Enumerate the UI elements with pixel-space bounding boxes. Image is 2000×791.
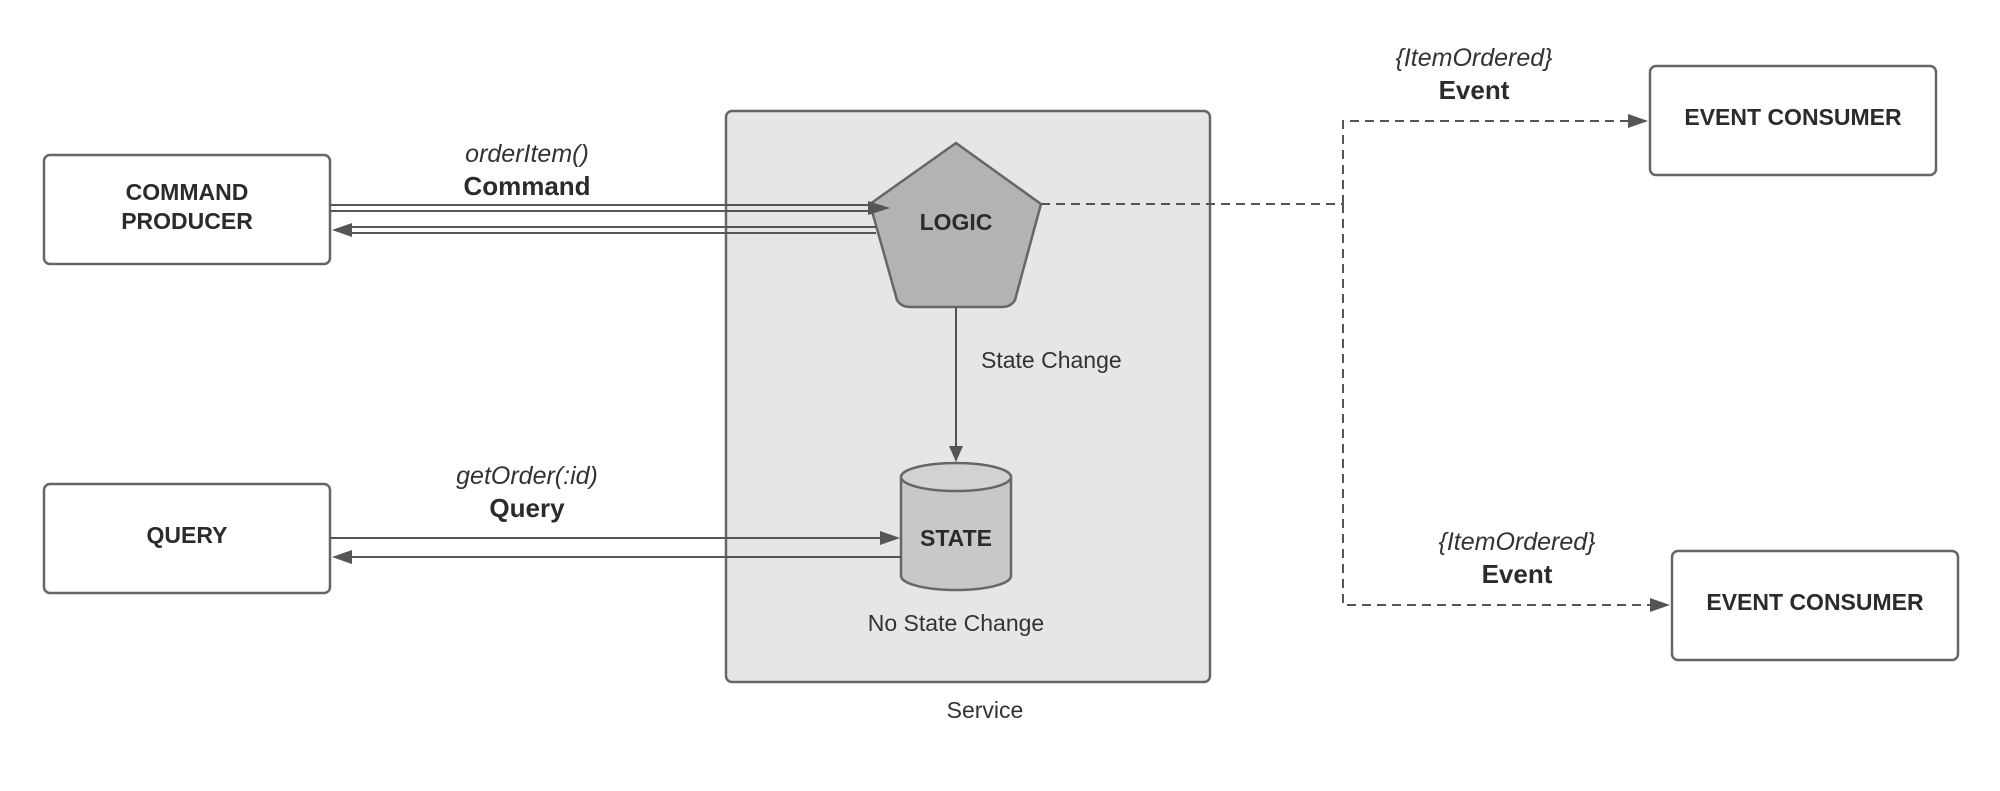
event-consumer-top-label: EVENT CONSUMER bbox=[1684, 104, 1902, 130]
command-response-arrow bbox=[332, 223, 876, 237]
event-consumer-bottom-label: EVENT CONSUMER bbox=[1706, 589, 1924, 615]
event-bottom-kind-label: Event bbox=[1482, 559, 1553, 589]
service-label: Service bbox=[947, 697, 1024, 723]
command-producer-label-line1: COMMAND bbox=[126, 179, 249, 205]
query-response-arrow bbox=[332, 550, 901, 564]
command-producer-box bbox=[42, 153, 332, 266]
event-consumer-bottom-box bbox=[1670, 549, 1960, 662]
service-container bbox=[724, 109, 1212, 684]
command-producer-label-line2: PRODUCER bbox=[121, 208, 253, 234]
command-request-arrow bbox=[330, 201, 890, 215]
event-top-call-label: {ItemOrdered} bbox=[1395, 44, 1552, 72]
query-kind-label: Query bbox=[489, 493, 565, 523]
state-change-arrow bbox=[949, 307, 963, 462]
event-consumer-top-box bbox=[1648, 64, 1938, 177]
query-call-label: getOrder(:id) bbox=[456, 462, 598, 490]
no-state-change-label: No State Change bbox=[868, 610, 1044, 636]
event-bottom-call-label: {ItemOrdered} bbox=[1438, 528, 1595, 556]
command-call-label: orderItem() bbox=[465, 140, 589, 168]
query-box-label: QUERY bbox=[147, 522, 228, 548]
state-change-label: State Change bbox=[981, 347, 1122, 373]
logic-label: LOGIC bbox=[920, 209, 993, 235]
state-label: STATE bbox=[920, 525, 992, 551]
event-connector bbox=[1041, 114, 1670, 612]
state-cylinder bbox=[899, 461, 1013, 592]
event-top-kind-label: Event bbox=[1439, 75, 1510, 105]
query-request-arrow bbox=[330, 531, 900, 545]
command-kind-label: Command bbox=[463, 171, 590, 201]
